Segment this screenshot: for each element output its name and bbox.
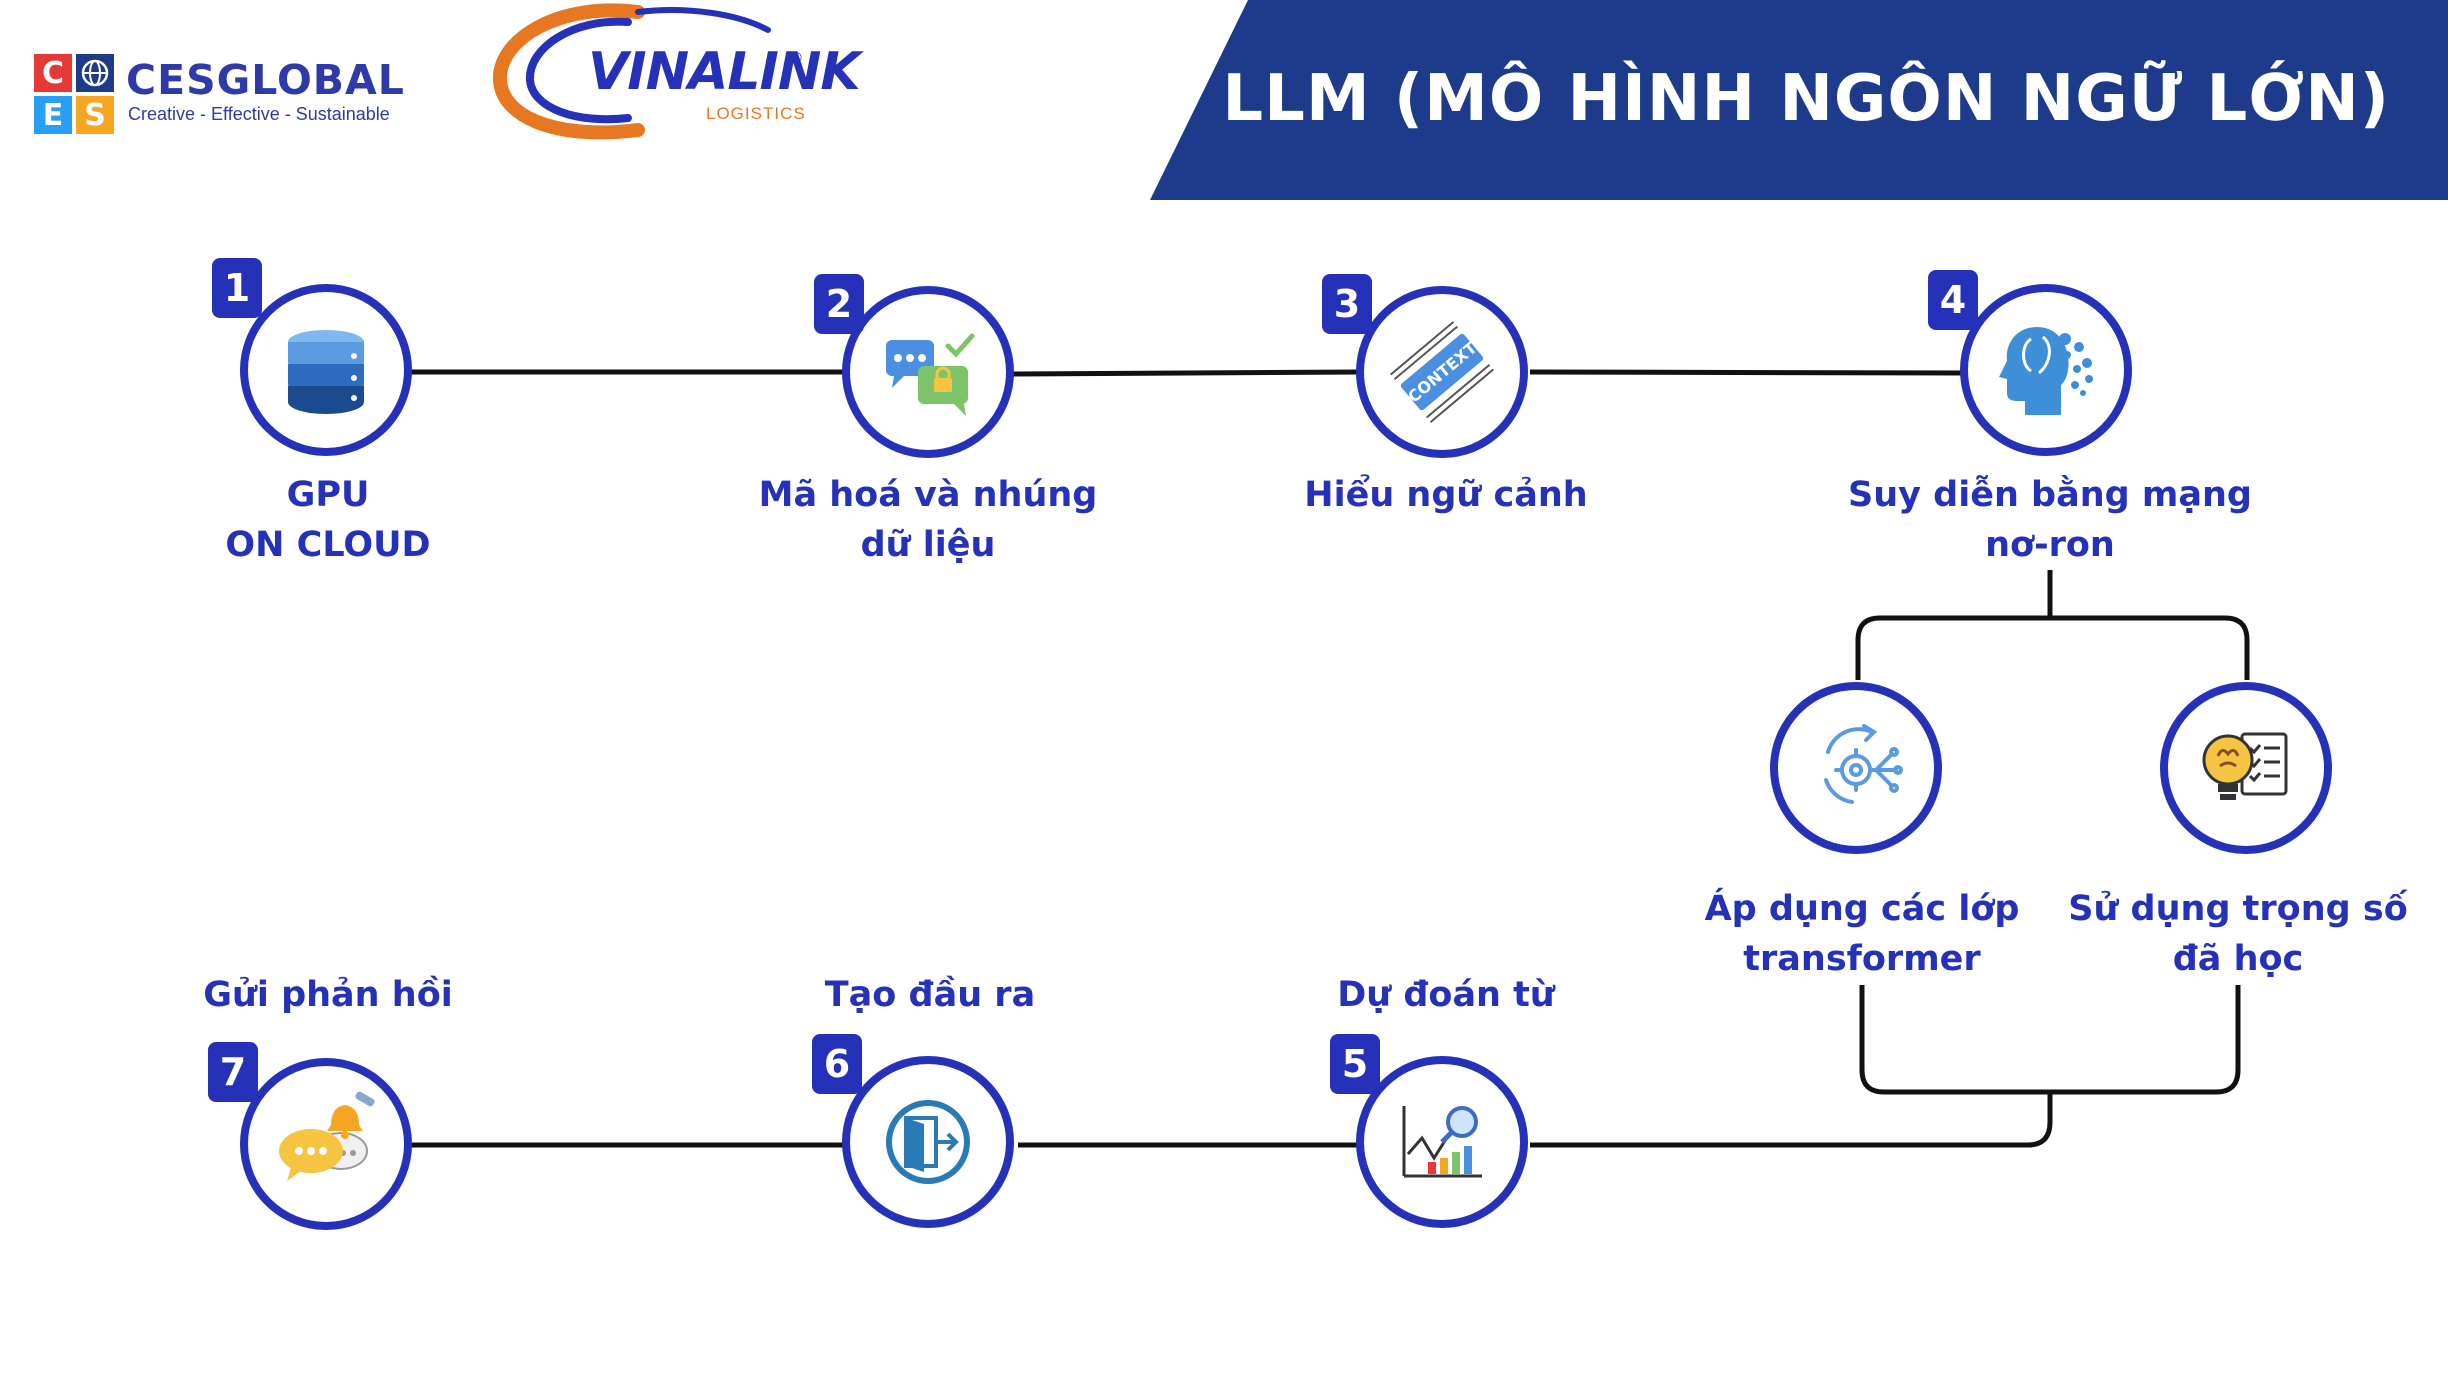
lightbulb-checklist-icon [2202,732,2288,800]
step-1-node [240,284,412,456]
substep-weights-node [2160,682,2332,854]
vinalink-name: VINALINK [588,42,861,102]
ces-slogan: Creative - Effective - Sustainable [128,104,390,124]
chart-magnifier-icon [1402,1106,1482,1178]
chat-encrypt-icon [886,333,975,416]
step-3-node: CONTEXT [1356,286,1528,458]
globe-icon [76,54,114,92]
step-3-badge: 3 [1322,274,1372,334]
ai-head-icon [1999,327,2093,415]
step-5-node [1356,1056,1528,1228]
ces-logo-cell: C [34,54,72,92]
step-7-label: Gửi phản hồi [203,975,453,1015]
chat-bell-icon [279,1091,375,1181]
step-6-node [842,1056,1014,1228]
step-3-label: Hiểu ngữ cảnh [1304,475,1588,515]
substep-transformer-node [1770,682,1942,854]
step-5-label: Dự đoán từ [1337,975,1555,1015]
step-1-badge: 1 [212,258,262,318]
ces-logo-cell: E [34,96,72,134]
vinalink-logo: VINALINK ® LOGISTICS [488,0,861,140]
database-icon [288,330,364,414]
step-6-badge: 6 [812,1034,862,1094]
merge-connector [1859,985,2241,1095]
step-4-badge: 4 [1928,270,1978,330]
connector-line [1009,369,1361,377]
context-label-icon: CONTEXT [1390,321,1494,423]
ces-brand-name: CESGLOBAL [126,56,405,104]
step-2-node [842,286,1014,458]
vinalink-sub: LOGISTICS [706,104,806,123]
gear-cycle-icon [1824,724,1903,804]
registered-mark: ® [790,50,802,67]
connector-line [1529,369,1966,376]
ces-logo-cell: S [76,96,114,134]
connector-line [1530,1092,2053,1148]
step-7-badge: 7 [208,1042,258,1102]
step-4-node [1960,284,2132,456]
step-6-label: Tạo đầu ra [824,975,1036,1015]
exit-door-icon [886,1100,970,1184]
step-2-badge: 2 [814,274,864,334]
split-connector [1855,615,2250,680]
step-7-node [240,1058,412,1230]
step-5-badge: 5 [1330,1034,1380,1094]
vinalink-swoosh-icon [493,3,771,140]
page-title: LLM (MÔ HÌNH NGÔN NGỮ LỚN) [1222,62,2390,136]
